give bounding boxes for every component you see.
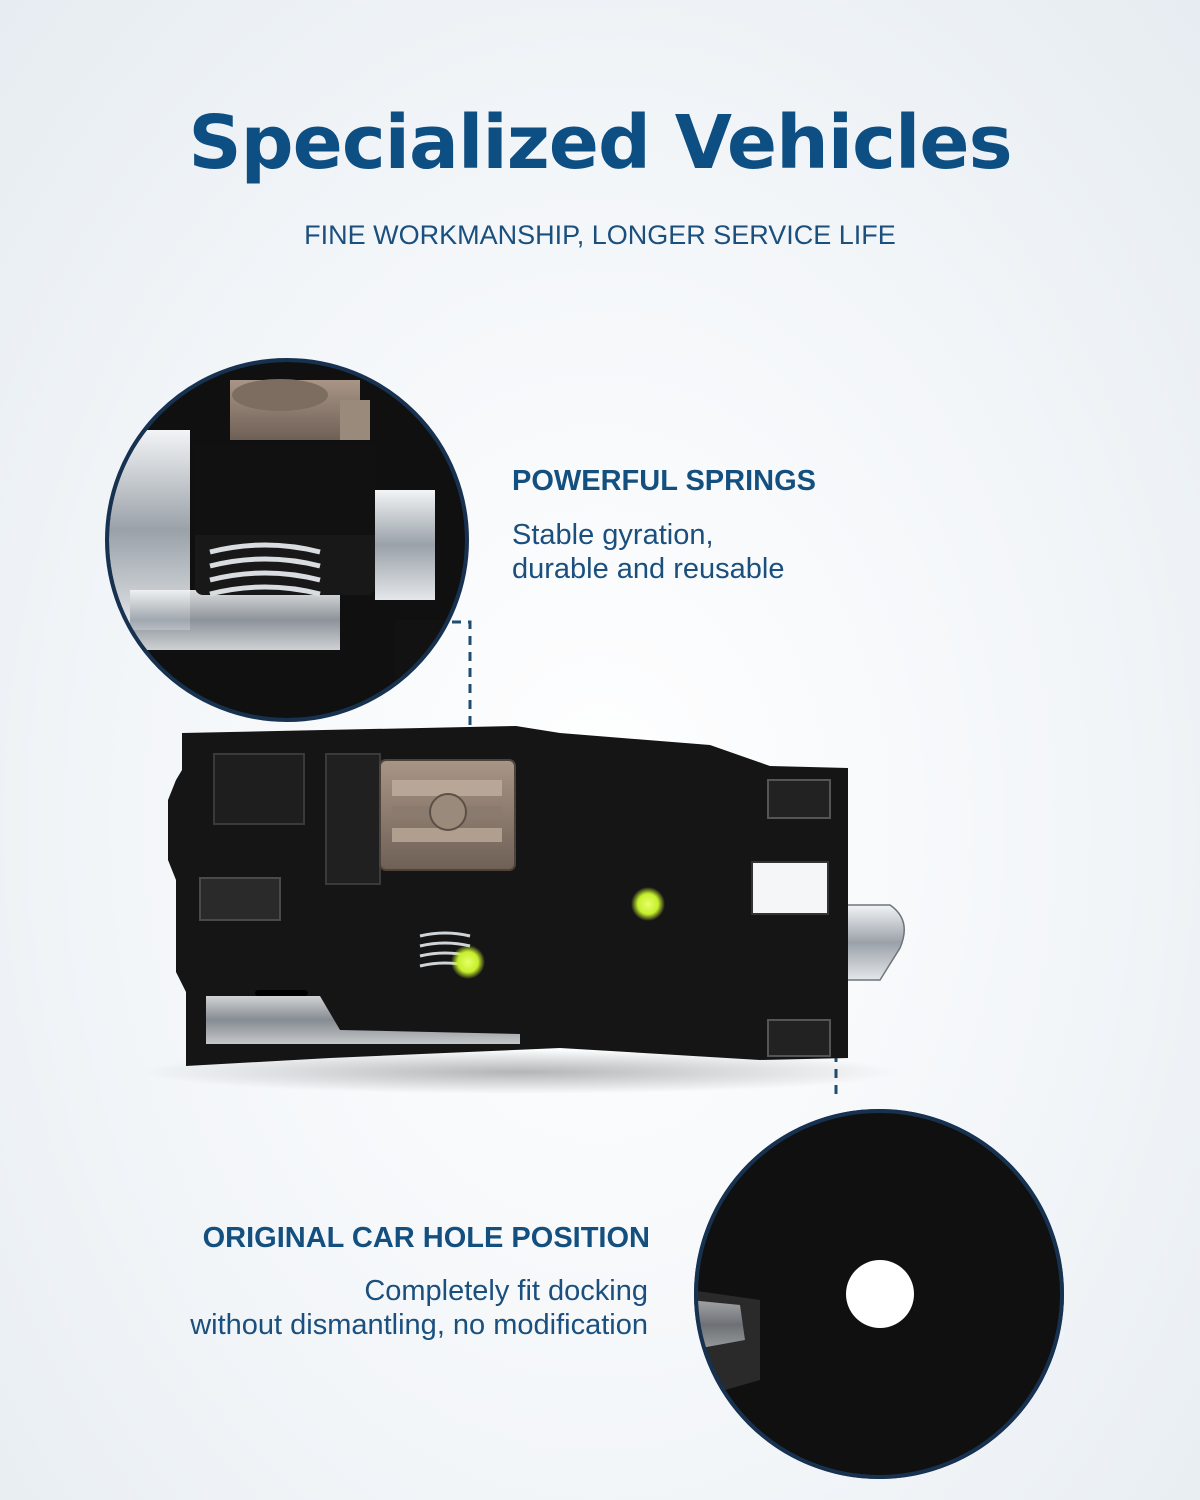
springs-zoom-circle <box>105 358 469 722</box>
feature-description-line: without dismantling, no modification <box>190 1309 648 1341</box>
recess-1 <box>213 753 305 825</box>
clip-right-bottom <box>767 1019 831 1057</box>
chrome-channel <box>206 996 520 1044</box>
hole-zoom-circle <box>694 1109 1064 1479</box>
page-title: Specialized Vehicles <box>188 100 1012 186</box>
door-handle-housing <box>168 726 905 1066</box>
clip-right-top <box>767 779 831 819</box>
window-right <box>751 861 829 915</box>
feature-description-hole-position: Completely fit docking without dismantli… <box>100 1274 648 1342</box>
recess-3 <box>199 877 281 921</box>
chrome-lever <box>829 904 905 981</box>
hole-highlight-dot <box>631 887 665 921</box>
feature-description-line: Stable gyration, <box>512 519 714 551</box>
feature-heading-hole-position: ORIGINAL CAR HOLE POSITION <box>202 1222 650 1254</box>
product-shadow <box>140 1050 900 1094</box>
spring-highlight-dot <box>451 945 485 979</box>
feature-description-springs: Stable gyration, durable and reusable <box>512 518 932 586</box>
feature-description-line: durable and reusable <box>512 553 785 585</box>
feature-description-line: Completely fit docking <box>364 1275 648 1307</box>
feature-heading-springs: POWERFUL SPRINGS <box>512 465 816 497</box>
brass-gear-assembly <box>379 759 516 871</box>
recess-2 <box>325 753 381 885</box>
page-subtitle: FINE WORKMANSHIP, LONGER SERVICE LIFE <box>304 220 896 250</box>
